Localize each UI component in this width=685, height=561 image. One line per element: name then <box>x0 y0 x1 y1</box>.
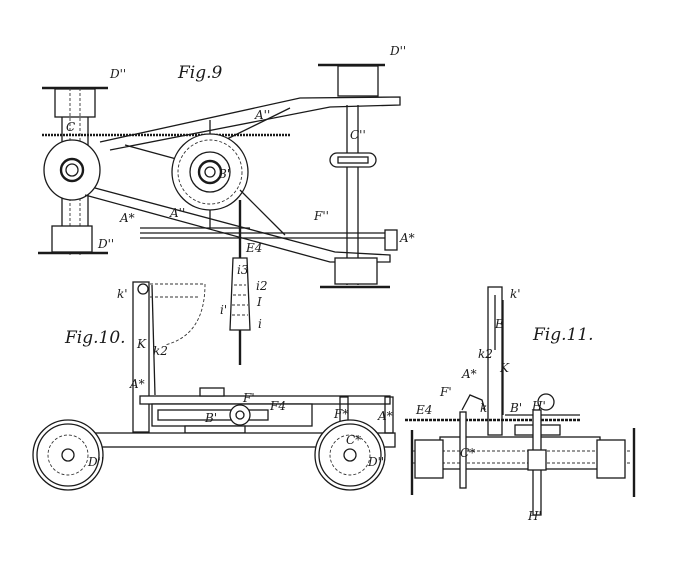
label: H' <box>527 509 542 523</box>
label: k' <box>117 287 128 301</box>
label: E4 <box>245 241 262 255</box>
label: D'' <box>109 67 126 81</box>
platform <box>139 395 391 405</box>
label: C <box>66 120 75 134</box>
label: D'' <box>389 44 406 58</box>
label: k' <box>510 287 521 301</box>
label: F' <box>242 391 255 405</box>
label: D'' <box>367 455 384 469</box>
label: C'' <box>350 128 366 142</box>
label: F'' <box>313 209 329 223</box>
fig9-title: Fig.9 <box>177 63 223 83</box>
left-spool <box>38 86 108 255</box>
weight-i <box>229 257 251 365</box>
lower-frame <box>84 187 391 263</box>
right-spool <box>318 63 390 289</box>
gear <box>229 404 251 426</box>
label: A* <box>461 367 477 381</box>
label: H' <box>531 399 546 413</box>
mast <box>487 286 503 436</box>
figure-10: Fig.10. k' K k2 A* F' F4 <box>32 281 396 491</box>
label: i3 <box>237 263 249 277</box>
label: C* <box>346 433 361 447</box>
fig11-title: Fig.11. <box>532 325 594 345</box>
label: B' <box>217 167 230 181</box>
label: i' <box>220 303 227 317</box>
label: k2 <box>153 344 168 358</box>
label: D'' <box>87 455 104 469</box>
label: A* <box>377 409 393 423</box>
label: F4 <box>269 399 286 413</box>
wheel-right <box>314 419 386 491</box>
label: A'' <box>169 206 185 220</box>
wheel-left <box>32 419 104 491</box>
label: F' <box>439 385 452 399</box>
label: i2 <box>256 279 267 293</box>
label: A* <box>129 377 145 391</box>
label: C* <box>460 446 475 460</box>
label: F* <box>333 407 348 421</box>
label: K <box>499 361 510 375</box>
label: A* <box>399 231 415 245</box>
fig10-title: Fig.10. <box>64 328 126 348</box>
figure-9: Fig.9 <box>38 44 415 365</box>
label: k <box>480 401 487 415</box>
label: A* <box>119 211 135 225</box>
pulley-b <box>171 133 249 211</box>
label: D'' <box>97 237 114 251</box>
label: K <box>136 337 147 351</box>
label: i <box>258 317 262 331</box>
label: E <box>494 317 504 331</box>
top-arm <box>99 96 401 151</box>
label: I <box>256 295 262 309</box>
post <box>132 281 150 433</box>
label: B' <box>509 401 522 415</box>
gear <box>537 393 555 411</box>
label: B' <box>204 411 217 425</box>
label: k2 <box>478 347 493 361</box>
figure-11: Fig.11. k' E k2 K A* F' E4 k B' H' C* H' <box>405 286 636 523</box>
label: A'' <box>254 108 270 122</box>
label: E4 <box>415 403 432 417</box>
